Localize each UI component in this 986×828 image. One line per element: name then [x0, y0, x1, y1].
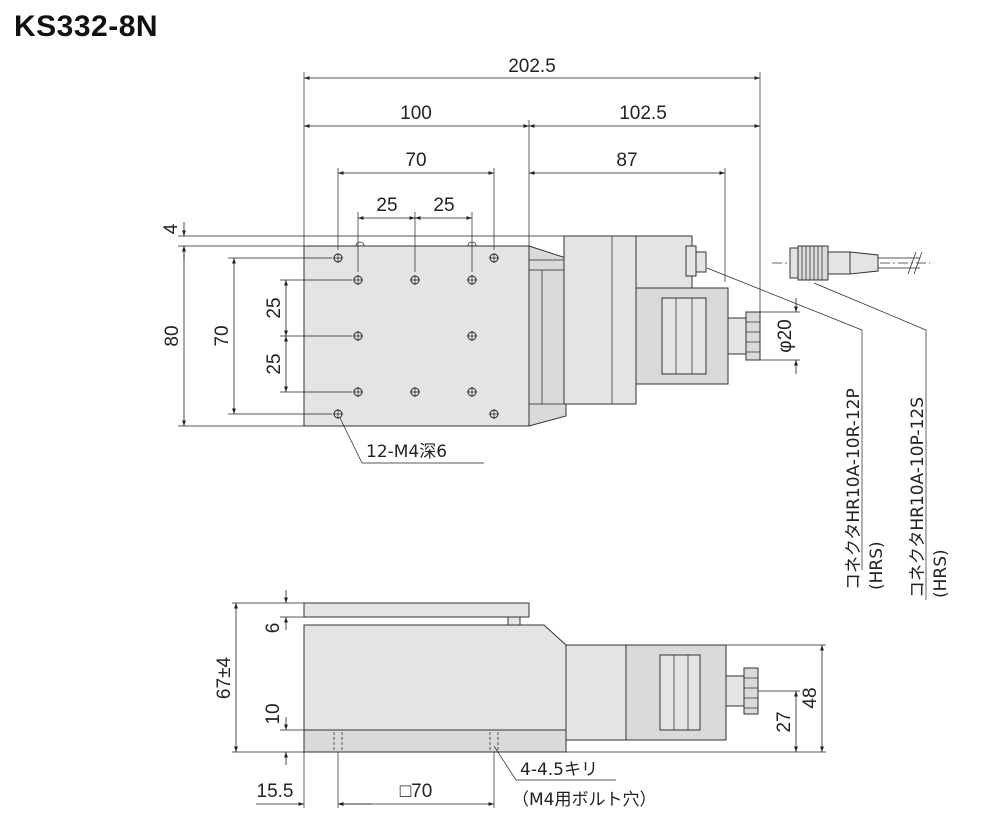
dim-motor-height: 48 — [800, 687, 821, 708]
dim-base-hole-span: □70 — [400, 781, 433, 802]
note-connector-receptacle-maker: (HRS) — [867, 541, 887, 590]
dim-hole-span: 70 — [405, 150, 426, 171]
connector-receptacle-leader — [706, 267, 863, 570]
stage-base — [303, 729, 567, 753]
connector-plug — [772, 245, 930, 281]
tapped-holes — [333, 253, 499, 419]
dim-pitch-y2: 25 — [264, 353, 285, 374]
dim-axis-height: 27 — [774, 711, 795, 732]
note-connector-plug: コネクタHR10A-10P-12S — [908, 397, 928, 598]
connector-plug-leader — [813, 282, 927, 600]
dim-pitch-y1: 25 — [264, 297, 285, 318]
dim-hole-span-y: 70 — [212, 325, 233, 346]
note-tapped-holes: 12-M4深6 — [366, 442, 447, 462]
note-connector-plug-maker: (HRS) — [931, 549, 951, 598]
dim-pitch-x1: 25 — [376, 195, 397, 216]
carriage-side — [528, 245, 567, 427]
dim-motor-offset: 87 — [616, 150, 637, 171]
stage-body — [303, 624, 567, 731]
side-motor — [565, 644, 627, 741]
dim-pitch-x2: 25 — [433, 195, 454, 216]
dim-height: 67±4 — [214, 657, 235, 700]
note-mount-bolt: （M4用ボルト穴） — [512, 790, 656, 810]
knob — [745, 311, 761, 361]
dim-gap: 4 — [161, 223, 182, 234]
top-view: 202.5 100 102.5 70 87 25 25 4 80 70 25 2… — [161, 56, 951, 600]
dim-base: 10 — [263, 703, 284, 724]
mount-holes-leader — [493, 745, 616, 781]
tapped-holes-leader — [339, 417, 484, 464]
note-mount-holes: 4-4.5キリ — [520, 760, 598, 780]
side-view: 67±4 6 10 27 48 15.5 □70 4-4.5キリ （M4用ボルト… — [214, 590, 826, 810]
motor-body — [563, 235, 637, 405]
dim-base-offset: 15.5 — [257, 781, 294, 802]
dim-width: 80 — [162, 325, 183, 346]
dim-knob-diameter: φ20 — [775, 319, 796, 352]
dim-motor-length: 102.5 — [619, 103, 667, 124]
connector-housing — [635, 235, 693, 289]
dim-table-length: 100 — [400, 103, 432, 124]
dim-total-length: 202.5 — [508, 56, 556, 77]
top-plate — [303, 602, 530, 618]
dim-top-plate: 6 — [263, 623, 284, 634]
drawing-title: KS332-8N — [14, 10, 159, 43]
note-connector-receptacle: コネクタHR10A-10R-12P — [844, 388, 864, 590]
